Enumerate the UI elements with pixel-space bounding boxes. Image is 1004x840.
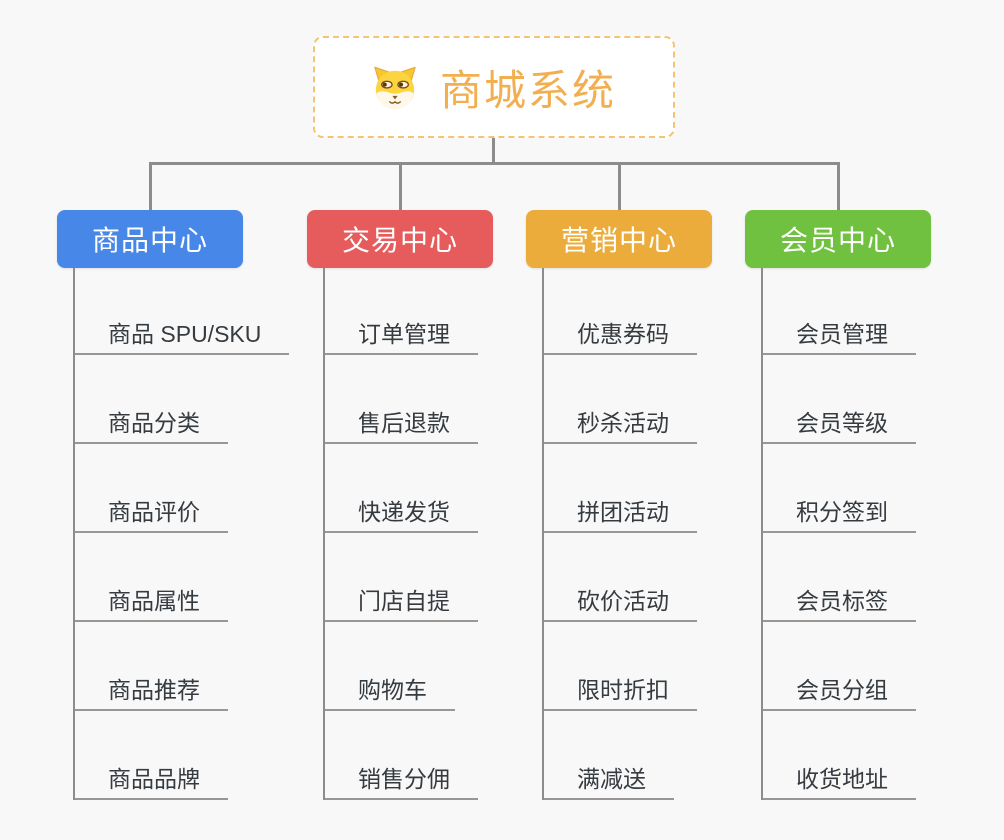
leaf-label: 拼团活动 [577,499,669,525]
branch-header-trade-center[interactable]: 交易中心 [307,210,493,268]
leaf-node[interactable]: 会员标签 [763,533,916,622]
leaf-node[interactable]: 砍价活动 [544,533,697,622]
leaf-node[interactable]: 销售分佣 [325,711,478,800]
leaf-label: 商品属性 [108,588,200,614]
leaf-label: 门店自提 [358,588,450,614]
leaf-node[interactable]: 商品评价 [75,444,228,533]
leaf-label: 商品评价 [108,499,200,525]
branch-column-trade-center: 订单管理售后退款快递发货门店自提购物车销售分佣 [323,268,478,800]
leaf-label: 售后退款 [358,410,450,436]
leaf-node[interactable]: 商品品牌 [75,711,228,800]
branch-header-marketing-center[interactable]: 营销中心 [526,210,712,268]
leaf-label: 订单管理 [358,321,450,347]
leaf-node[interactable]: 购物车 [325,622,455,711]
leaf-node[interactable]: 商品 SPU/SKU [75,268,290,355]
leaf-node[interactable]: 会员等级 [763,355,916,444]
leaf-label: 商品推荐 [108,677,200,703]
leaf-node[interactable]: 商品推荐 [75,622,228,711]
leaf-label: 会员等级 [796,410,888,436]
leaf-node[interactable]: 商品属性 [75,533,228,622]
leaf-label: 会员管理 [796,321,888,347]
branch-label: 交易中心 [341,225,458,256]
leaf-label: 限时折扣 [577,677,669,703]
branch-column-product-center: 商品 SPU/SKU 商品分类商品评价商品属性商品推荐商品品牌 [73,268,290,800]
branch-label: 会员中心 [779,225,896,256]
dog-face-icon [372,64,418,110]
connector-drop-product-center [149,162,152,210]
leaf-label: 积分签到 [796,499,888,525]
connector-bus [149,162,839,165]
leaf-label: 快递发货 [358,499,450,525]
branch-column-marketing-center: 优惠券码秒杀活动拼团活动砍价活动限时折扣满减送 [542,268,697,800]
leaf-node[interactable]: 订单管理 [325,268,478,355]
leaf-label: 商品分类 [108,410,200,436]
leaf-node[interactable]: 积分签到 [763,444,916,533]
branch-header-product-center[interactable]: 商品中心 [57,210,243,268]
leaf-node[interactable]: 秒杀活动 [544,355,697,444]
leaf-node[interactable]: 拼团活动 [544,444,697,533]
leaf-label: 购物车 [358,677,427,703]
leaf-label: 优惠券码 [577,321,669,347]
branch-label: 营销中心 [560,225,677,256]
root-title: 商城系统 [439,66,616,114]
leaf-label: 会员标签 [796,588,888,614]
leaf-label: 销售分佣 [358,766,450,792]
leaf-node[interactable]: 售后退款 [325,355,478,444]
leaf-node[interactable]: 商品分类 [75,355,228,444]
branch-header-member-center[interactable]: 会员中心 [745,210,931,268]
leaf-label: 砍价活动 [577,588,669,614]
connector-drop-marketing-center [618,162,621,210]
leaf-node[interactable]: 满减送 [544,711,674,800]
branch-column-member-center: 会员管理会员等级积分签到会员标签会员分组收货地址 [761,268,916,800]
leaf-label: 满减送 [577,766,646,792]
connector-drop-trade-center [399,162,402,210]
leaf-node[interactable]: 会员管理 [763,268,916,355]
leaf-node[interactable]: 快递发货 [325,444,478,533]
connector-root-drop [492,138,495,165]
leaf-node[interactable]: 会员分组 [763,622,916,711]
leaf-node[interactable]: 收货地址 [763,711,916,800]
leaf-label: 收货地址 [796,766,888,792]
leaf-node[interactable]: 优惠券码 [544,268,697,355]
leaf-label: 商品品牌 [108,766,200,792]
leaf-node[interactable]: 限时折扣 [544,622,697,711]
branch-label: 商品中心 [91,225,208,256]
connector-drop-member-center [837,162,840,210]
leaf-label: 商品 SPU/SKU [108,321,262,347]
leaf-label: 秒杀活动 [577,410,669,436]
leaf-node[interactable]: 门店自提 [325,533,478,622]
leaf-label: 会员分组 [796,677,888,703]
root-node[interactable]: 商城系统 [313,36,675,138]
